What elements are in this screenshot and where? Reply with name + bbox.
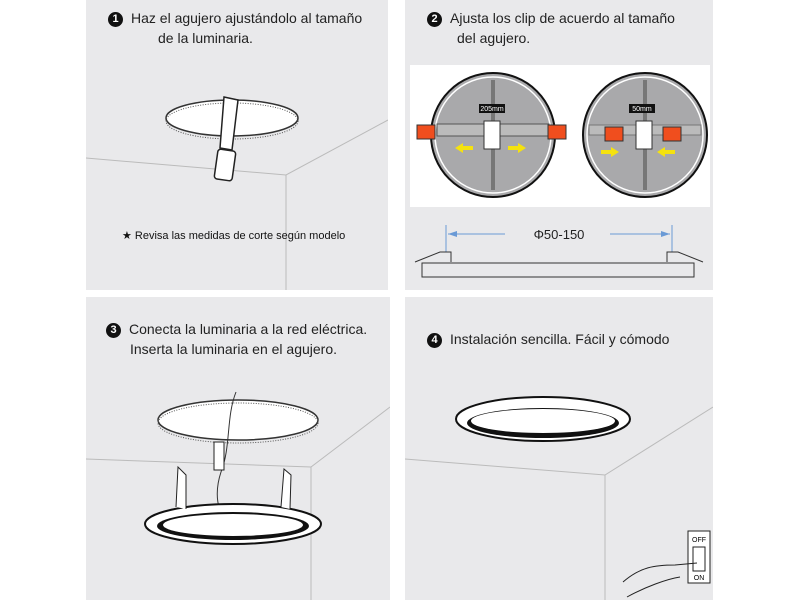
narrow-dimension-label: 50mm [632, 106, 652, 113]
installed-light-illustration: OFF ON [405, 396, 713, 600]
clip-adjust-illustration: 205mm 50mm Φ50-150 [414, 72, 708, 278]
wide-dimension-label: 205mm [480, 106, 504, 113]
diameter-label: Φ50-150 [534, 227, 585, 242]
cut-note: ★ Revisa las medidas de corte según mode… [122, 230, 346, 242]
connect-insert-illustration [86, 391, 390, 600]
cut-hole-illustration [86, 96, 388, 290]
switch-off-label: OFF [692, 537, 706, 544]
switch-on-label: ON [694, 575, 705, 582]
